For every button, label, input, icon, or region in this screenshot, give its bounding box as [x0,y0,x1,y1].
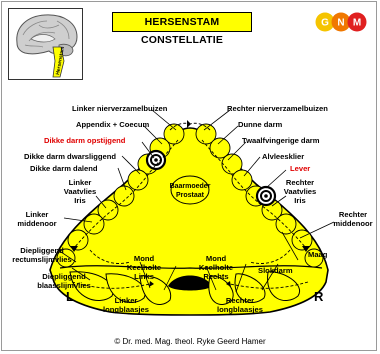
label-rechter-vaatvlies-iris: Rechter Vaatvlies Iris [280,178,320,205]
target-marker-right [257,187,275,205]
center-label-line2: Prostaat [176,192,205,199]
label-slokdarm: Slokdarm [258,266,293,275]
label-linker-longblaasjes: Linker longblaasjes [100,296,152,314]
center-label-line1: Baarmoeder [170,183,211,190]
side-label-left: L [66,292,74,301]
label-linker-nierverzamelbuizen: Linker nierverzamelbuizen [72,104,167,113]
label-dunne-darm: Dunne darm [238,120,282,129]
label-mond-keelholte-rechts: Mond Keelholte Rechts [196,254,236,281]
label-appendix-coecum: Appendix + Coecum [76,120,149,129]
label-mond-keelholte-links: Mond Keelholte Links [124,254,164,281]
side-label-right: R [314,292,323,301]
label-dikke-darm-dalend: Dikke darm dalend [30,164,98,173]
copyright-notice: © Dr. med. Mag. theol. Ryke Geerd Hamer [0,337,380,346]
label-diepliggend-rectumslijmvlies: Diepliggend rectumslijmvlies [8,246,76,264]
label-maag: Maag [308,250,327,259]
label-lever: Lever [290,164,310,173]
label-alvleesklier: Alvleesklier [262,152,304,161]
uterus-prostate-oval [171,176,209,204]
target-marker-left [147,151,165,169]
label-twaalfvingerige-darm: Twaalfvingerige darm [242,136,320,145]
label-diepliggend-blaasslijmvlies: Diepliggend blaasslijmvlies [30,272,98,290]
label-linker-middenoor: Linker middenoor [14,210,60,228]
label-rechter-middenoor: Rechter middenoor [330,210,376,228]
label-dikke-darm-opstijgend: Dikke darm opstijgend [44,136,125,145]
label-rechter-nierverzamelbuizen: Rechter nierverzamelbuizen [227,104,328,113]
label-rechter-longblaasjes: Rechter longblaasjes [212,296,268,314]
label-linker-vaatvlies-iris: Linker Vaatvlies Iris [60,178,100,205]
label-dikke-darm-dwarsliggend: Dikke darm dwarsliggend [24,152,116,161]
